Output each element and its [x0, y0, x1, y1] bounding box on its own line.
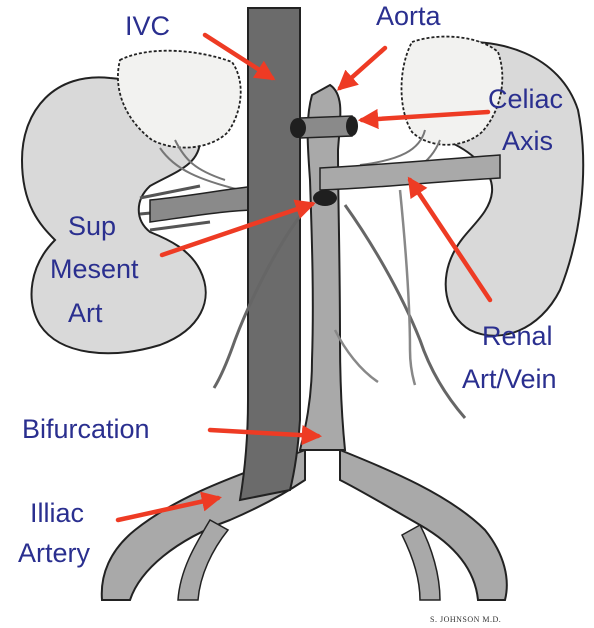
renal-vessel-right	[320, 155, 500, 190]
label-renal-line2: Art/Vein	[462, 364, 557, 394]
right-external-iliac	[402, 525, 440, 600]
arrow-bifurcation	[210, 430, 318, 436]
label-bifurcation: Bifurcation	[22, 414, 150, 444]
celiac-axis-branch	[346, 116, 358, 136]
label-illiac-line1: Illiac	[30, 498, 84, 528]
label-aorta: Aorta	[376, 1, 442, 31]
sup-mesenteric-origin	[313, 190, 337, 206]
celiac-axis-vessel	[300, 116, 352, 138]
label-celiac-line2: Axis	[502, 126, 553, 156]
artist-signature: S. JOHNSON M.D.	[430, 615, 501, 624]
label-celiac-line1: Celiac	[488, 84, 563, 114]
label-renal-line1: Renal	[482, 321, 553, 351]
celiac-axis-origin	[290, 118, 306, 138]
right-ureter	[400, 190, 415, 385]
ivc	[240, 8, 300, 500]
label-ivc: IVC	[125, 11, 170, 41]
label-illiac-line2: Artery	[18, 538, 91, 568]
aorta	[300, 85, 345, 450]
arrow-aorta	[340, 48, 385, 88]
label-sup-line1: Sup	[68, 211, 116, 241]
inferior-mesenteric	[335, 330, 378, 382]
label-sup-line2: Mesent	[50, 254, 139, 284]
label-sup-line3: Art	[68, 298, 103, 328]
